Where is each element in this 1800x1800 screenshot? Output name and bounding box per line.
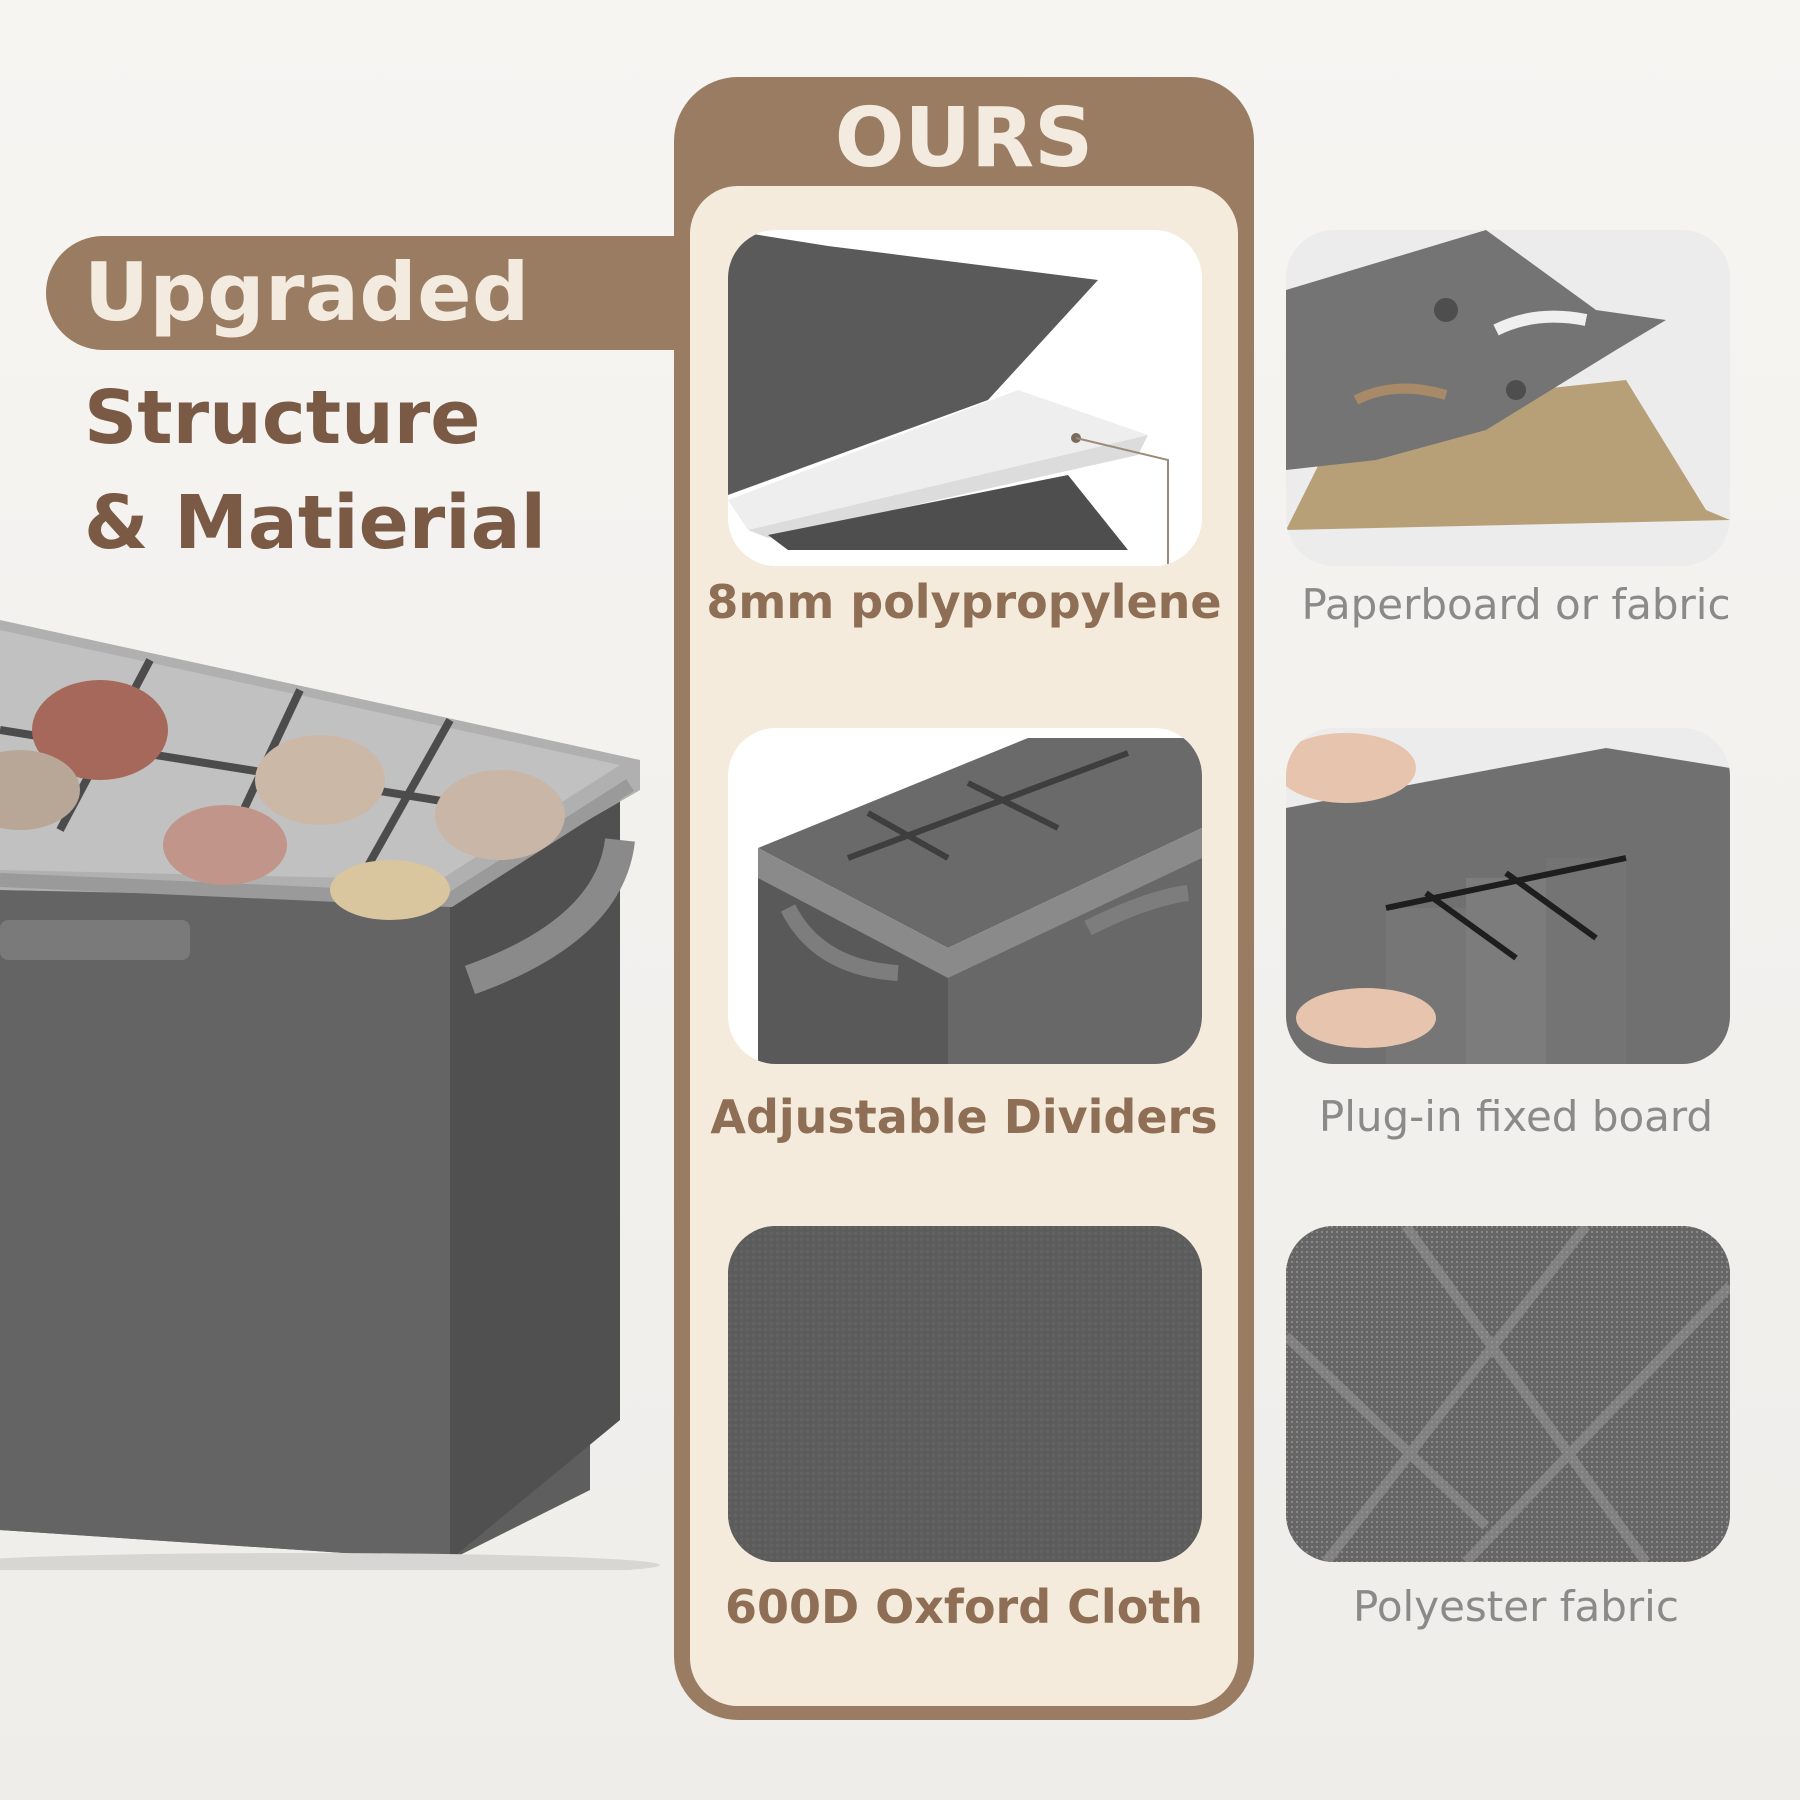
heading-line-2: & Matierial: [84, 480, 546, 566]
polypropylene-board-photo: [728, 230, 1202, 566]
feature-label-oxford: 600D Oxford Cloth: [724, 1580, 1204, 1634]
feature-label-dividers: Adjustable Dividers: [710, 1090, 1218, 1144]
upgraded-label: Upgraded: [84, 246, 530, 339]
feature-label-polypropylene: 8mm polypropylene: [706, 575, 1222, 629]
polyester-fabric-photo: [1286, 1226, 1730, 1562]
paperboard-photo: [1286, 230, 1730, 566]
comparison-label-plugin: Plug-in fixed board: [1318, 1092, 1714, 1141]
comparison-label-paperboard: Paperboard or fabric: [1301, 580, 1731, 629]
adjustable-dividers-photo: [728, 728, 1202, 1064]
upgraded-banner: [46, 236, 676, 350]
ours-title: OURS: [834, 91, 1094, 186]
plug-in-board-photo: [1286, 728, 1730, 1064]
comparison-label-polyester: Polyester fabric: [1353, 1582, 1679, 1631]
heading-line-1: Structure: [84, 375, 481, 461]
storage-box-illustration: [0, 620, 660, 1570]
oxford-cloth-photo: [728, 1226, 1202, 1562]
